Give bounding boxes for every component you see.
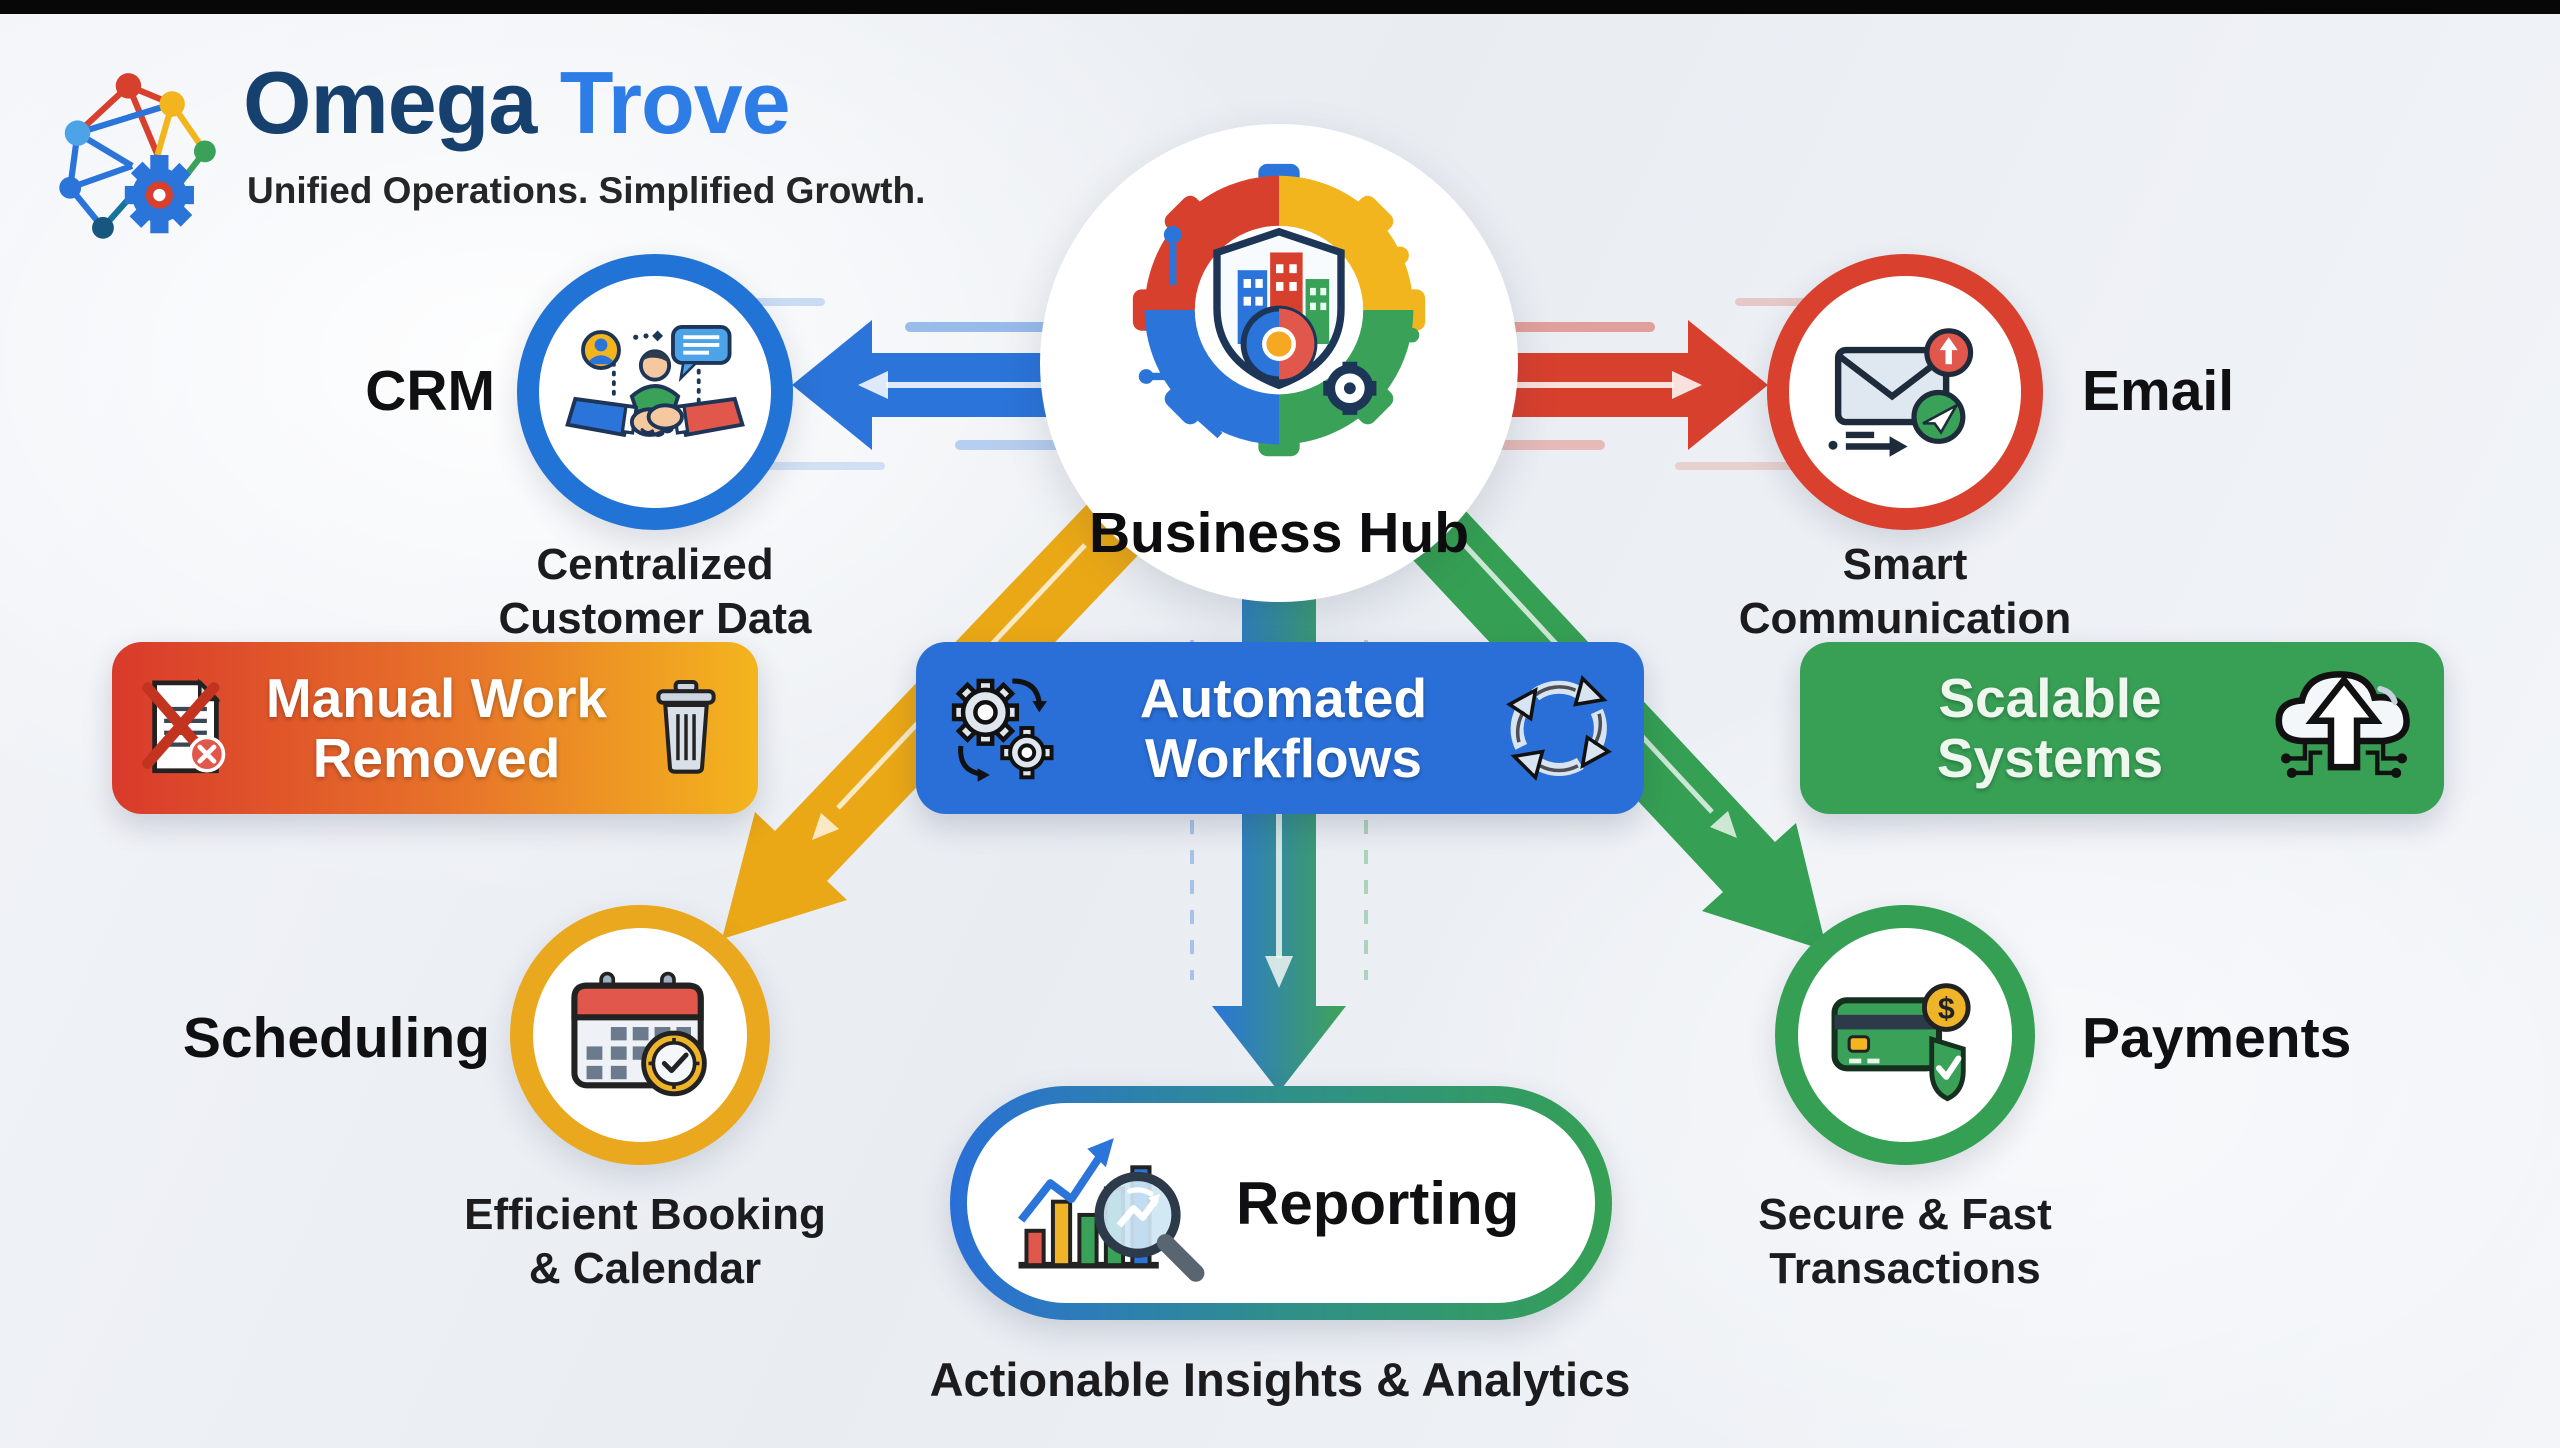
scheduling-caption-line1: Efficient Booking (464, 1190, 826, 1239)
business-hub-icon (1132, 163, 1426, 457)
network-gear-icon (59, 73, 216, 239)
banner-automated-line2: Workflows (1144, 727, 1423, 789)
payments-caption-line2: Transactions (1769, 1243, 2041, 1293)
trash-icon (656, 679, 716, 774)
crm-caption-line1: Centralized (536, 540, 774, 589)
chart-magnifier-icon (1018, 1138, 1205, 1282)
card-shield-icon: $ (1831, 982, 1971, 1101)
document-x-icon (142, 678, 226, 774)
brand-name-primary: Omega (243, 53, 537, 152)
hub-label: Business Hub (1088, 501, 1470, 565)
crm-label: CRM (365, 359, 495, 423)
cloud-upload-icon (2275, 671, 2410, 778)
email-caption-line2: Communication (1738, 593, 2072, 643)
email-node (1767, 254, 2043, 530)
banner-manual-line1: Manual Work (265, 666, 608, 729)
scheduling-caption-line2: & Calendar (528, 1243, 762, 1293)
payments-caption-line1: Secure & Fast (1758, 1190, 2052, 1239)
banner-automated-line1: Automated (1139, 666, 1428, 729)
reporting-label: Reporting (1236, 1169, 1520, 1237)
scheduling-label: Scheduling (182, 1006, 490, 1070)
hub-small-gear (1323, 361, 1377, 415)
scheduling-node (510, 905, 770, 1165)
banner-scalable-line1: Scalable (1938, 666, 2162, 729)
email-label: Email (2082, 359, 2235, 423)
business-hub-node: Business Hub (1040, 124, 1518, 602)
brand-title: Omega Trove (243, 52, 791, 154)
email-caption: Smart Communication (1685, 538, 2125, 645)
top-border-bar (0, 0, 2560, 14)
crm-node (517, 254, 793, 530)
calendar-clock-icon (571, 971, 707, 1096)
banner-manual-work-removed: Manual Work Removed (112, 642, 758, 814)
crm-caption: Centralized Customer Data (435, 538, 875, 645)
reporting-node: Reporting (950, 1086, 1612, 1320)
cycle-arrows-icon (1506, 675, 1612, 781)
arrow-hub-to-email (1480, 320, 1768, 450)
reporting-inner: Reporting (967, 1103, 1595, 1303)
email-send-icon (1828, 327, 1974, 457)
dollar-symbol: $ (1938, 992, 1955, 1025)
payments-caption: Secure & Fast Transactions (1685, 1188, 2125, 1295)
hub-center-gear (1240, 305, 1318, 383)
banner-scalable-systems: Scalable Systems (1800, 642, 2444, 814)
email-caption-line1: Smart (1842, 540, 1968, 589)
scheduling-caption: Efficient Booking & Calendar (425, 1188, 865, 1295)
banner-scalable-text: Scalable Systems (1836, 666, 2264, 789)
arrow-hub-to-crm (792, 320, 1080, 450)
payments-label: Payments (2082, 1006, 2352, 1070)
banner-automated-workflows: Automated Workflows (916, 642, 1644, 814)
banner-manual-line2: Removed (312, 727, 561, 789)
banner-manual-text: Manual Work Removed (233, 666, 640, 789)
handshake-icon (565, 324, 745, 437)
banner-automated-text: Automated Workflows (1067, 666, 1500, 789)
reporting-caption: Actionable Insights & Analytics (929, 1353, 1631, 1406)
payments-node: $ (1775, 905, 2035, 1165)
crm-caption-line2: Customer Data (498, 593, 812, 643)
gears-icon (951, 678, 1054, 782)
logo-gear (124, 155, 194, 234)
brand-tagline: Unified Operations. Simplified Growth. (247, 170, 926, 211)
hub-circuit-dots (1138, 189, 1420, 439)
brand-name-secondary: Trove (559, 53, 791, 152)
banner-scalable-line2: Systems (1936, 727, 2164, 789)
